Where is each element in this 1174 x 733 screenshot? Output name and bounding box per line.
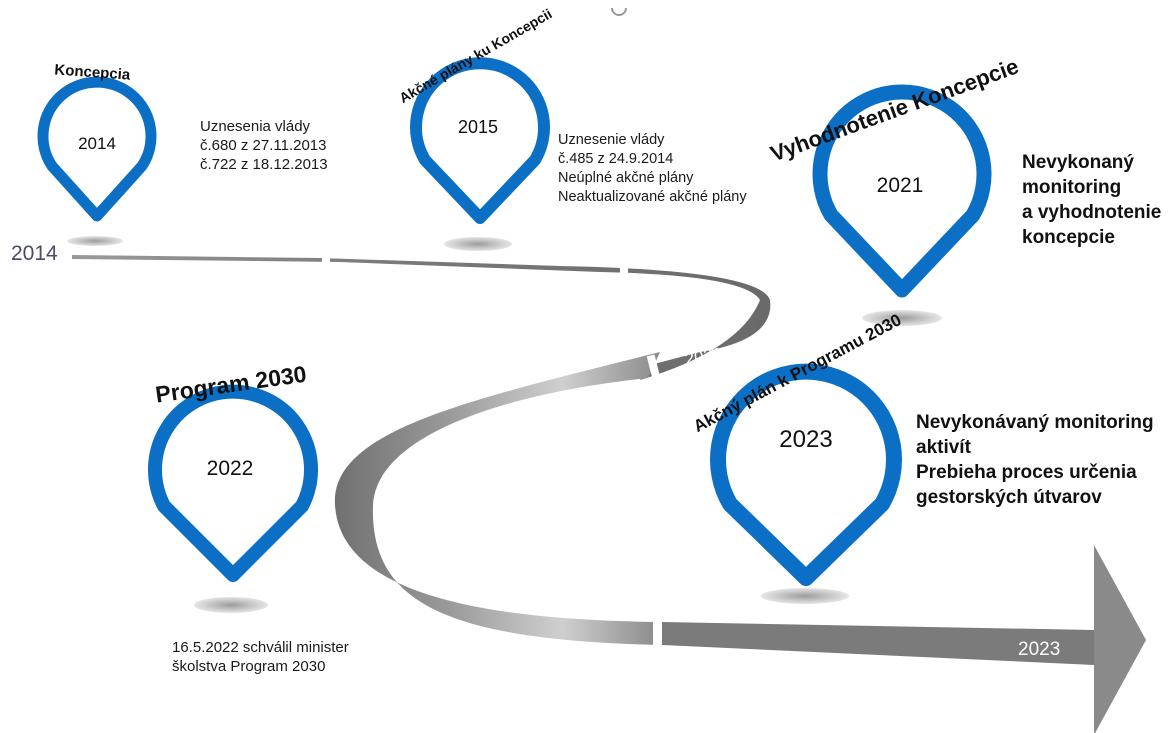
note-line: aktivít bbox=[916, 437, 971, 458]
pin-program-2030: 2022 Program 2030 bbox=[148, 361, 318, 582]
note-line: Nevykonávaný monitoring bbox=[916, 412, 1154, 433]
map-pin-icon bbox=[410, 57, 550, 224]
pin-year: 2021 bbox=[877, 174, 924, 197]
notes-program-2030: 16.5.2022 schválil minister školstva Pro… bbox=[172, 638, 349, 676]
notes-vyhodnotenie: Nevykonaný monitoring a vyhodnotenie kon… bbox=[1022, 150, 1161, 250]
road-lower-segment bbox=[662, 622, 1094, 665]
timeline-road bbox=[72, 250, 1146, 733]
map-pin-icon bbox=[37, 76, 157, 222]
pin-title: Koncepcia bbox=[54, 61, 132, 83]
pin-shadow bbox=[444, 237, 512, 251]
note-line: Nevykonaný bbox=[1022, 152, 1134, 173]
note-line: Uznesenia vlády bbox=[200, 118, 311, 135]
pin-koncepcia: 2014 Koncepcia bbox=[37, 61, 157, 222]
note-line: gestorských útvarov bbox=[916, 487, 1102, 508]
note-line: č.722 z 18.12.2013 bbox=[200, 156, 328, 173]
pin-akcny-plan-2030: 2023 Akčný plán k Programu 2030 bbox=[690, 310, 904, 586]
note-line: č.680 z 27.11.2013 bbox=[200, 137, 327, 154]
note-line: školstva Program 2030 bbox=[172, 658, 326, 675]
pin-shadow bbox=[761, 588, 849, 604]
note-line: koncepcie bbox=[1022, 227, 1115, 248]
top-arc-decoration bbox=[611, 7, 627, 16]
note-line: 16.5.2022 schválil minister bbox=[172, 639, 349, 656]
map-pin-icon bbox=[812, 84, 992, 298]
pin-year: 2023 bbox=[779, 426, 832, 453]
note-line: č.485 z 24.9.2014 bbox=[558, 151, 674, 167]
pin-year: 2022 bbox=[207, 457, 254, 480]
note-line: Neúplné akčné plány bbox=[558, 170, 694, 186]
notes-koncepcia: Uznesenia vlády č.680 z 27.11.2013 č.722… bbox=[200, 117, 328, 174]
pin-year: 2014 bbox=[78, 134, 116, 153]
note-line: Prebieha proces určenia bbox=[916, 462, 1137, 483]
pin-vyhodnotenie: 2021 Vyhodnotenie Koncepcie bbox=[767, 53, 1022, 298]
timeline-arrow-head bbox=[1094, 545, 1146, 733]
pin-year: 2015 bbox=[458, 117, 498, 137]
road-year-2021: 2021 bbox=[683, 344, 724, 369]
timeline-start-year: 2014 bbox=[11, 242, 58, 265]
note-line: monitoring bbox=[1022, 177, 1122, 198]
pin-shadow bbox=[67, 236, 123, 246]
road-s-curve bbox=[334, 352, 660, 645]
note-line: a vyhodnotenie bbox=[1022, 202, 1162, 223]
road-gap bbox=[646, 354, 662, 384]
pin-shadow bbox=[194, 597, 268, 613]
road-upper-segment bbox=[72, 255, 771, 380]
note-line: Uznesenie vlády bbox=[558, 132, 665, 148]
road-gap bbox=[322, 250, 330, 266]
note-line: Neaktualizované akčné plány bbox=[558, 189, 747, 205]
map-pin-icon bbox=[148, 384, 318, 582]
notes-akcny-plan-2030: Nevykonávaný monitoring aktivít Prebieha… bbox=[916, 410, 1154, 510]
pin-shadow bbox=[862, 310, 942, 326]
pin-akcne-plany: 2015 Akčné plány ku Koncepcii bbox=[396, 5, 555, 224]
road-gap bbox=[653, 612, 661, 652]
notes-akcne-plany: Uznesenie vlády č.485 z 24.9.2014 Neúpln… bbox=[558, 131, 747, 207]
road-gap bbox=[620, 262, 628, 278]
map-pin-icon bbox=[710, 363, 902, 586]
road-year-2023: 2023 bbox=[1018, 639, 1060, 660]
